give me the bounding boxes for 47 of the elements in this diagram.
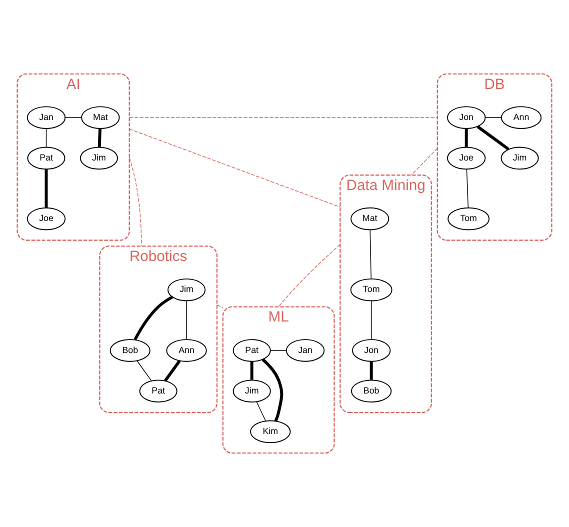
connector bbox=[164, 360, 181, 382]
connector bbox=[370, 300, 372, 340]
node-ellipse: Joe bbox=[447, 146, 486, 170]
node-ellipse: Jan bbox=[286, 339, 325, 362]
connector bbox=[129, 157, 142, 247]
connector bbox=[262, 358, 284, 422]
node-ellipse: Jan bbox=[26, 106, 66, 129]
connector bbox=[129, 128, 341, 208]
connector bbox=[134, 296, 174, 340]
connector bbox=[256, 402, 266, 422]
connector bbox=[485, 117, 502, 118]
connector bbox=[186, 300, 187, 340]
node-ellipse: Pat bbox=[139, 380, 178, 402]
connector bbox=[136, 360, 152, 382]
connector bbox=[98, 128, 102, 147]
connector bbox=[411, 148, 438, 176]
connector bbox=[270, 350, 287, 351]
connector bbox=[46, 128, 47, 148]
connector bbox=[464, 128, 468, 147]
node-ellipse: Jim bbox=[80, 146, 118, 170]
node-ellipse: Mat bbox=[81, 106, 120, 129]
node-ellipse: Jim bbox=[232, 380, 271, 402]
node-ellipse: Jim bbox=[500, 146, 539, 170]
node-ellipse: Kim bbox=[250, 420, 291, 444]
node-ellipse: Ann bbox=[500, 106, 542, 129]
node-ellipse: Tom bbox=[350, 278, 392, 302]
connector bbox=[476, 125, 510, 150]
node-ellipse: Pat bbox=[27, 146, 66, 170]
node-ellipse: Bob bbox=[351, 380, 392, 402]
node-ellipse: Joe bbox=[26, 207, 66, 230]
node-ellipse: Pat bbox=[232, 339, 271, 362]
connector bbox=[370, 362, 373, 380]
node-ellipse: Ann bbox=[166, 339, 207, 362]
connector bbox=[466, 168, 469, 208]
connector bbox=[64, 117, 82, 118]
connector bbox=[44, 169, 48, 208]
connector bbox=[370, 230, 372, 280]
node-ellipse: Mat bbox=[350, 207, 390, 230]
node-ellipse: Bob bbox=[110, 339, 150, 362]
connector bbox=[216, 304, 224, 308]
node-ellipse: Jon bbox=[352, 339, 391, 362]
node-ellipse: Tom bbox=[448, 207, 490, 230]
connector bbox=[129, 117, 438, 118]
node-ellipse: Jon bbox=[447, 106, 486, 129]
connector bbox=[278, 244, 341, 308]
node-ellipse: Jim bbox=[168, 278, 206, 302]
connector bbox=[250, 362, 254, 380]
